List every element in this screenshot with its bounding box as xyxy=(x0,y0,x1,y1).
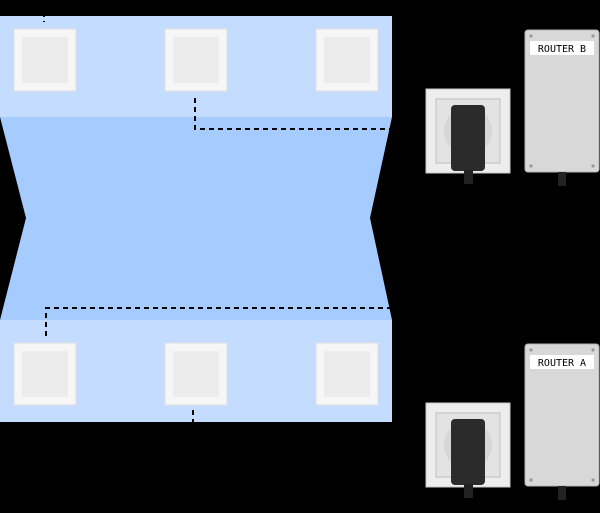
ceiling-tile-icon xyxy=(13,342,77,406)
ceiling-tile-icon xyxy=(13,28,77,92)
router-b: ROUTER B xyxy=(524,29,600,186)
power-plug-icon xyxy=(451,419,485,498)
ceiling-tile-icon xyxy=(164,28,228,92)
ceiling-tile-icon xyxy=(164,342,228,406)
power-plug-icon xyxy=(451,105,485,184)
router-a: ROUTER A xyxy=(524,343,600,500)
ceiling-tile-icon xyxy=(315,28,379,92)
cable-lower-run xyxy=(45,307,392,336)
cables xyxy=(43,12,525,424)
floor-upper xyxy=(0,16,392,117)
floor-lower xyxy=(0,320,392,422)
router-a-label: ROUTER A xyxy=(538,358,586,369)
wall-outlet-upper xyxy=(425,88,511,184)
stairwell-band xyxy=(0,117,392,320)
cable-upper-run xyxy=(194,98,392,130)
ceiling-tile-icon xyxy=(315,342,379,406)
router-b-label: ROUTER B xyxy=(538,44,586,55)
router-label-plate xyxy=(530,41,594,55)
router-label-plate xyxy=(530,355,594,369)
wall-outlet-lower xyxy=(425,402,511,498)
